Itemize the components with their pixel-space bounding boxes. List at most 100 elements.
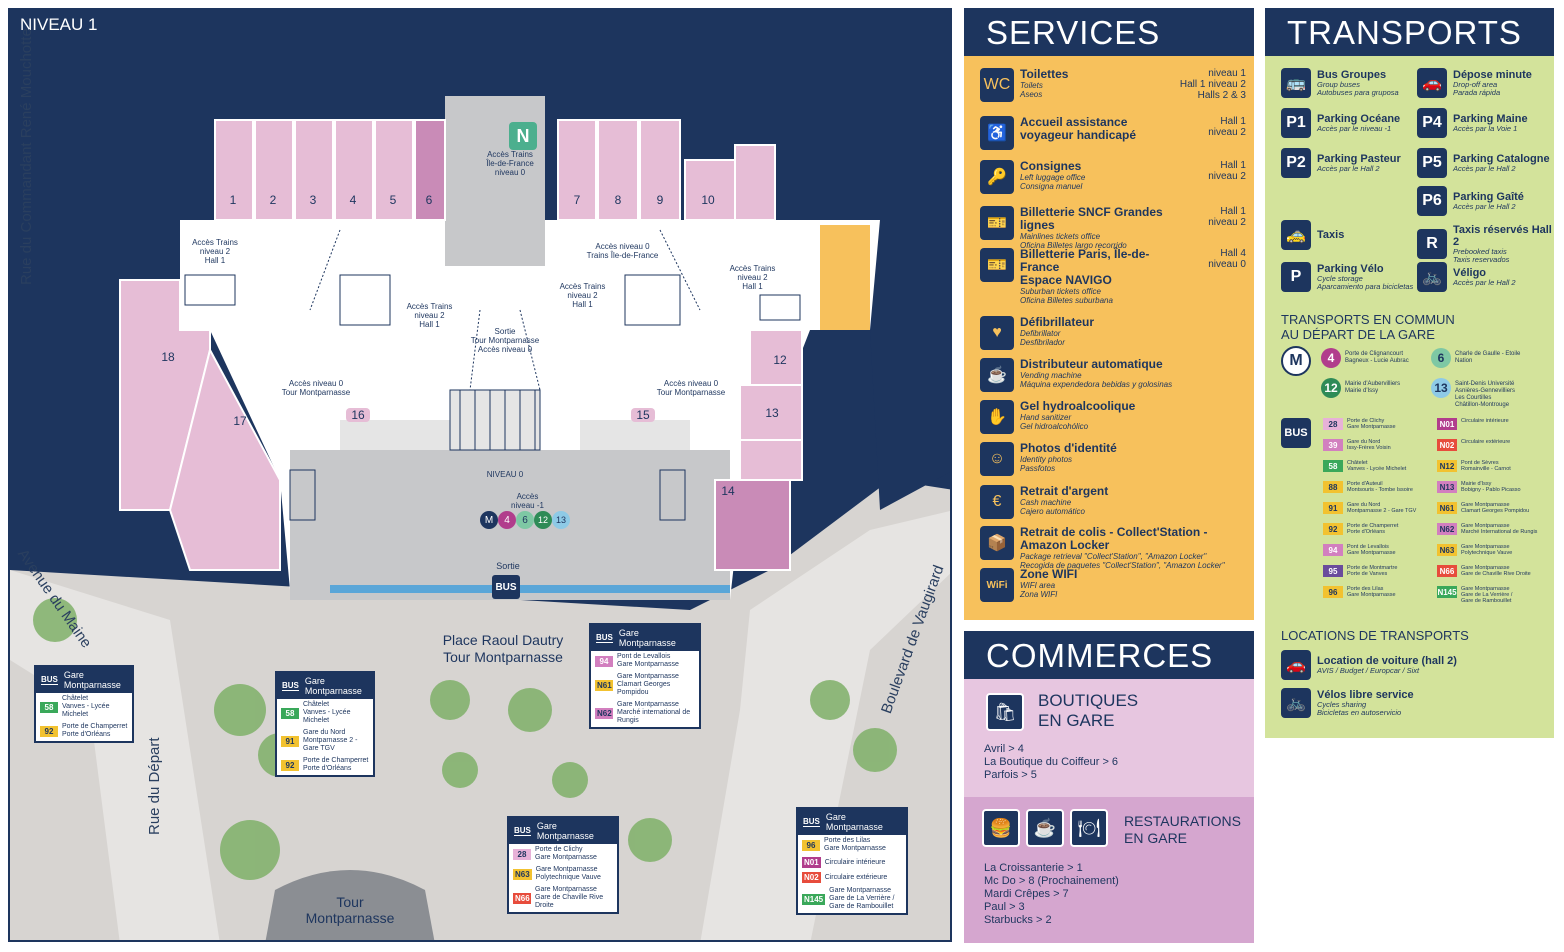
restaurant-item[interactable]: Mardi Crêpes > 7 <box>984 888 1069 900</box>
shop-13[interactable]: 13 <box>765 406 779 420</box>
bus-line-badge[interactable]: 92 <box>1323 523 1343 535</box>
restaurant-item[interactable]: Starbucks > 2 <box>984 914 1052 926</box>
transport-subtitle: Cycle storage Aparcamiento para biciclet… <box>1317 274 1414 291</box>
transport-item[interactable]: 🚕Taxis <box>1281 220 1344 250</box>
shop-4[interactable]: 4 <box>349 193 357 207</box>
bus-line-desc: Châtelet Vanves - Lycée Michelet <box>1347 460 1407 472</box>
bus-line-badge[interactable]: N12 <box>1437 460 1457 472</box>
bus-line-badge[interactable]: N01 <box>1437 418 1457 430</box>
shop-1[interactable]: 1 <box>229 193 237 207</box>
vaugirard-road <box>700 510 950 940</box>
shop-9[interactable]: 9 <box>656 193 664 207</box>
bus-line-badge[interactable]: N145 <box>1437 586 1457 598</box>
bus-line-badge[interactable]: N66 <box>1437 565 1457 577</box>
bus-line-badge[interactable]: N02 <box>1437 439 1457 451</box>
metro-line-badge[interactable]: 6 <box>1431 348 1451 368</box>
bus-exit-icon[interactable]: BUS <box>492 575 520 599</box>
metro-line-badge[interactable]: 13 <box>1431 378 1451 398</box>
shop-3[interactable]: 3 <box>309 193 317 207</box>
service-item[interactable]: 🎫Billetterie Paris, Île-de-France Espace… <box>980 248 1246 305</box>
transport-subtitle: Accès par le Hall 2 <box>1453 202 1516 211</box>
shop-15[interactable]: 15 <box>631 408 655 422</box>
bus-line-badge[interactable]: 94 <box>1323 544 1343 556</box>
shop-16[interactable]: 16 <box>346 408 370 422</box>
restaurant-item[interactable]: La Croissanterie > 1 <box>984 862 1083 874</box>
shop-2[interactable]: 2 <box>269 193 277 207</box>
shop-5[interactable]: 5 <box>389 193 397 207</box>
metro-lines-badge[interactable]: M 4 6 12 13 <box>480 510 570 530</box>
car-rental-icon: 🚗 <box>1281 650 1311 680</box>
shop-12[interactable]: 12 <box>773 353 787 367</box>
shop-17[interactable]: 17 <box>233 414 247 428</box>
metro-line-badge[interactable]: 12 <box>1321 378 1341 398</box>
label-access-trains-left2: Accès Trains niveau 2 Hall 1 <box>406 302 453 329</box>
shop-7[interactable]: 7 <box>573 193 581 207</box>
bus-line-badge[interactable]: N62 <box>1437 523 1457 535</box>
bus-line-badge[interactable]: N13 <box>1437 481 1457 493</box>
transport-title: Parking Océane <box>1317 113 1401 125</box>
service-subtitle: WIFI area Zona WIFI <box>1020 581 1058 599</box>
transport-item[interactable]: 🚗Location de voiture (hall 2)AVIS / Budg… <box>1281 650 1457 680</box>
restaurant-item[interactable]: Mc Do > 8 (Prochainement) <box>984 875 1119 887</box>
shop-10[interactable]: 10 <box>701 193 715 207</box>
line-n-icon[interactable]: N <box>509 122 537 150</box>
velib-icon: 🚲 <box>1417 262 1447 292</box>
shop-18[interactable]: 18 <box>161 350 175 364</box>
station-map[interactable]: NIVEAU 1 Rue du Commandant René Mouchott… <box>8 8 952 942</box>
bus-line-badge[interactable]: 28 <box>1323 418 1343 430</box>
metro-line-badge[interactable]: 4 <box>1321 348 1341 368</box>
shops-right <box>557 119 776 221</box>
boutique-item[interactable]: Parfois > 5 <box>984 769 1037 781</box>
bus-line-badge[interactable]: 96 <box>1323 586 1343 598</box>
bus-line-badge[interactable]: N63 <box>1437 544 1457 556</box>
shop-6[interactable]: 6 <box>425 193 433 207</box>
rental-title: LOCATIONS DE TRANSPORTS <box>1281 628 1469 643</box>
vending-icon: ☕ <box>980 358 1014 392</box>
bus-line-desc: Porte de Champerret Porte d'Orléans <box>1347 523 1399 535</box>
shop-8[interactable]: 8 <box>614 193 622 207</box>
bus-line-badge[interactable]: 88 <box>1323 481 1343 493</box>
service-subtitle: Left luggage office Consigna manuel <box>1020 173 1086 191</box>
bus-line-badge[interactable]: 95 <box>1323 565 1343 577</box>
bus-line-badge[interactable]: 91 <box>1323 502 1343 514</box>
boutique-item[interactable]: La Boutique du Coiffeur > 6 <box>984 756 1119 768</box>
bus-icon: BUS <box>282 681 299 691</box>
label-access-n0-idf: Accès niveau 0 Trains Île-de-France <box>586 242 659 260</box>
bus-line-badge[interactable]: N61 <box>1437 502 1457 514</box>
bus-line-desc: Pont de Levallois Gare Montparnasse <box>1347 544 1396 556</box>
restaurant-item[interactable]: Paul > 3 <box>984 901 1025 913</box>
service-title: Billetterie SNCF Grandes lignes <box>1020 205 1163 232</box>
bus-line-badge[interactable]: 39 <box>1323 439 1343 451</box>
shop-14[interactable]: 14 <box>721 484 735 498</box>
boutique-item[interactable]: Avril > 4 <box>984 743 1024 755</box>
bus-line-badge[interactable]: 58 <box>1323 460 1343 472</box>
service-item[interactable]: 📦Retrait de colis - Collect'Station - Am… <box>980 526 1246 570</box>
service-location: Hall 4 niveau 0 <box>1208 248 1246 270</box>
